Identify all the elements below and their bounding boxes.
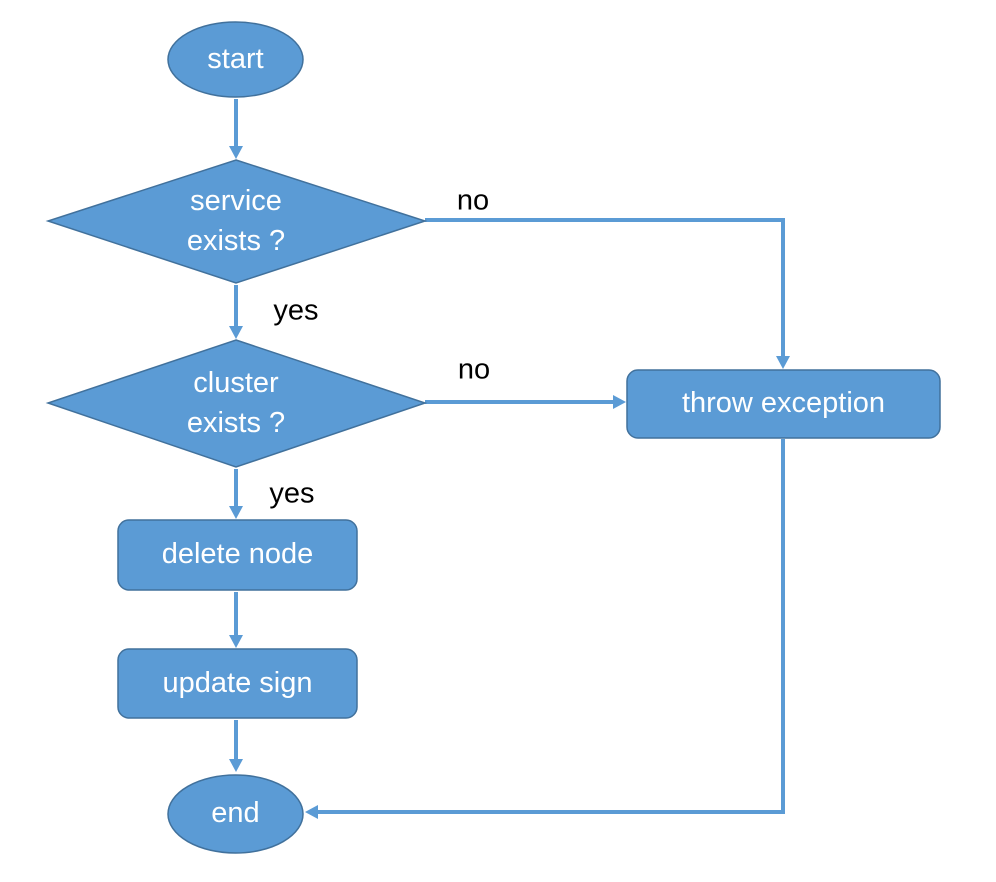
node-throw-exception — [626, 369, 941, 439]
node-cluster-check — [45, 339, 428, 468]
edge-throw-to-end — [305, 439, 785, 819]
node-service-check — [45, 159, 428, 284]
node-delete-node — [117, 519, 358, 591]
edge-service-no — [425, 218, 790, 369]
node-end — [167, 774, 304, 854]
node-update-sign — [117, 648, 358, 719]
node-start — [167, 21, 304, 98]
